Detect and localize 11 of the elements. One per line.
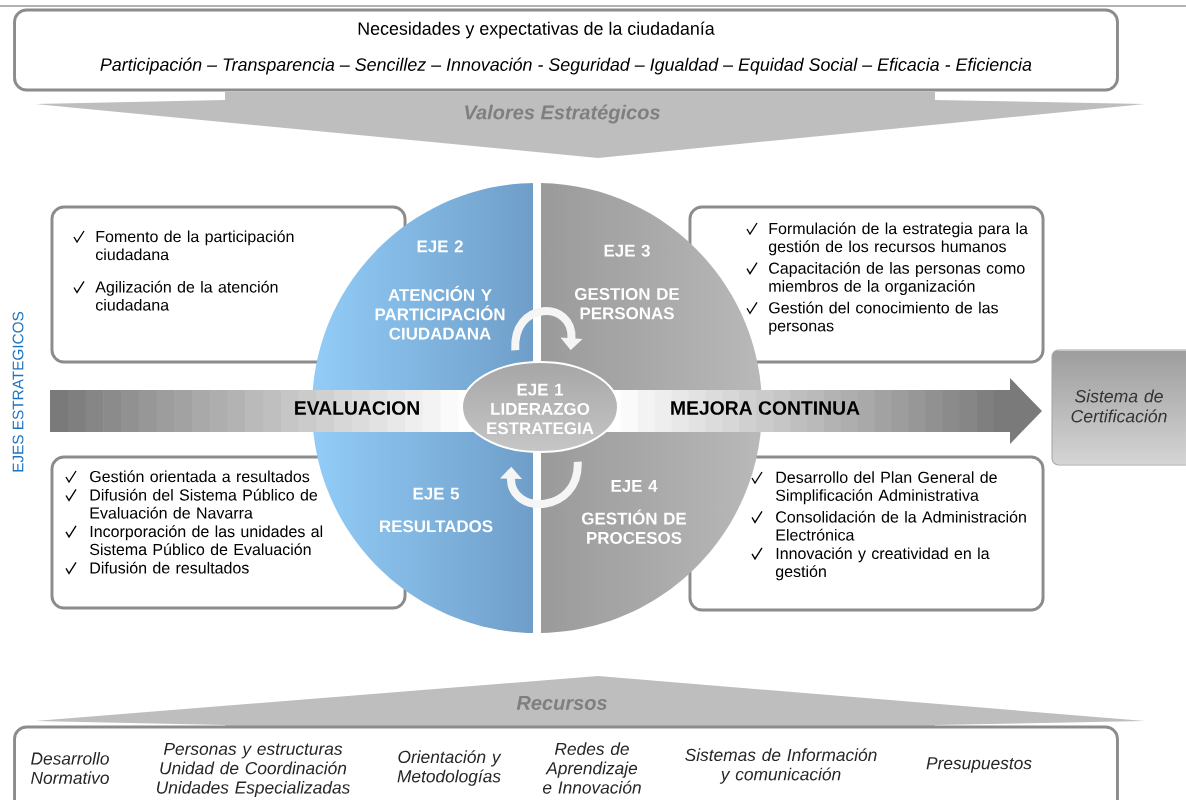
quadrant: EJE 3 GESTION DE PERSONAS bbox=[575, 244, 680, 320]
quadrant: EJE 4 GESTIÓN DE PROCESOS bbox=[582, 480, 687, 544]
certification-box: Sistema de Certificación bbox=[1051, 349, 1186, 466]
downward-band: Valores Estratégicos bbox=[35, 92, 1145, 158]
node-label: EVALUACION bbox=[295, 401, 419, 415]
resources-box: Desarrollo Normativo Personas y estructuras Unidad de Coordinación Unidades Especializadas Orientación y Metodologías Redes de Aprendizaje e Innovación Sistemas de Información y comunicación Presupuestos bbox=[13, 725, 1119, 800]
bullet-list-box: Desarrollo del Plan General de Simplificación Administrativa Consolidación de la Administración Electrónica Innovación y creatividad en la gestión bbox=[688, 455, 1045, 612]
needs-box: Necesidades y expectativas de la ciudadanía Participación – Transparencia – Sencillez – Innovación - Seguridad – Igualdad – Equidad Social – Eficacia - Eficiencia bbox=[13, 8, 1119, 92]
node-label: MEJORA CONTINUA bbox=[671, 401, 860, 415]
side-label: EJES ESTRATEGICOS bbox=[12, 311, 24, 472]
bullet-list-box: Formulación de la estrategia para la gestión de los recursos humanos Capacitación de las personas como miembros de la organización Gestión del conocimiento de las personas bbox=[688, 205, 1045, 364]
